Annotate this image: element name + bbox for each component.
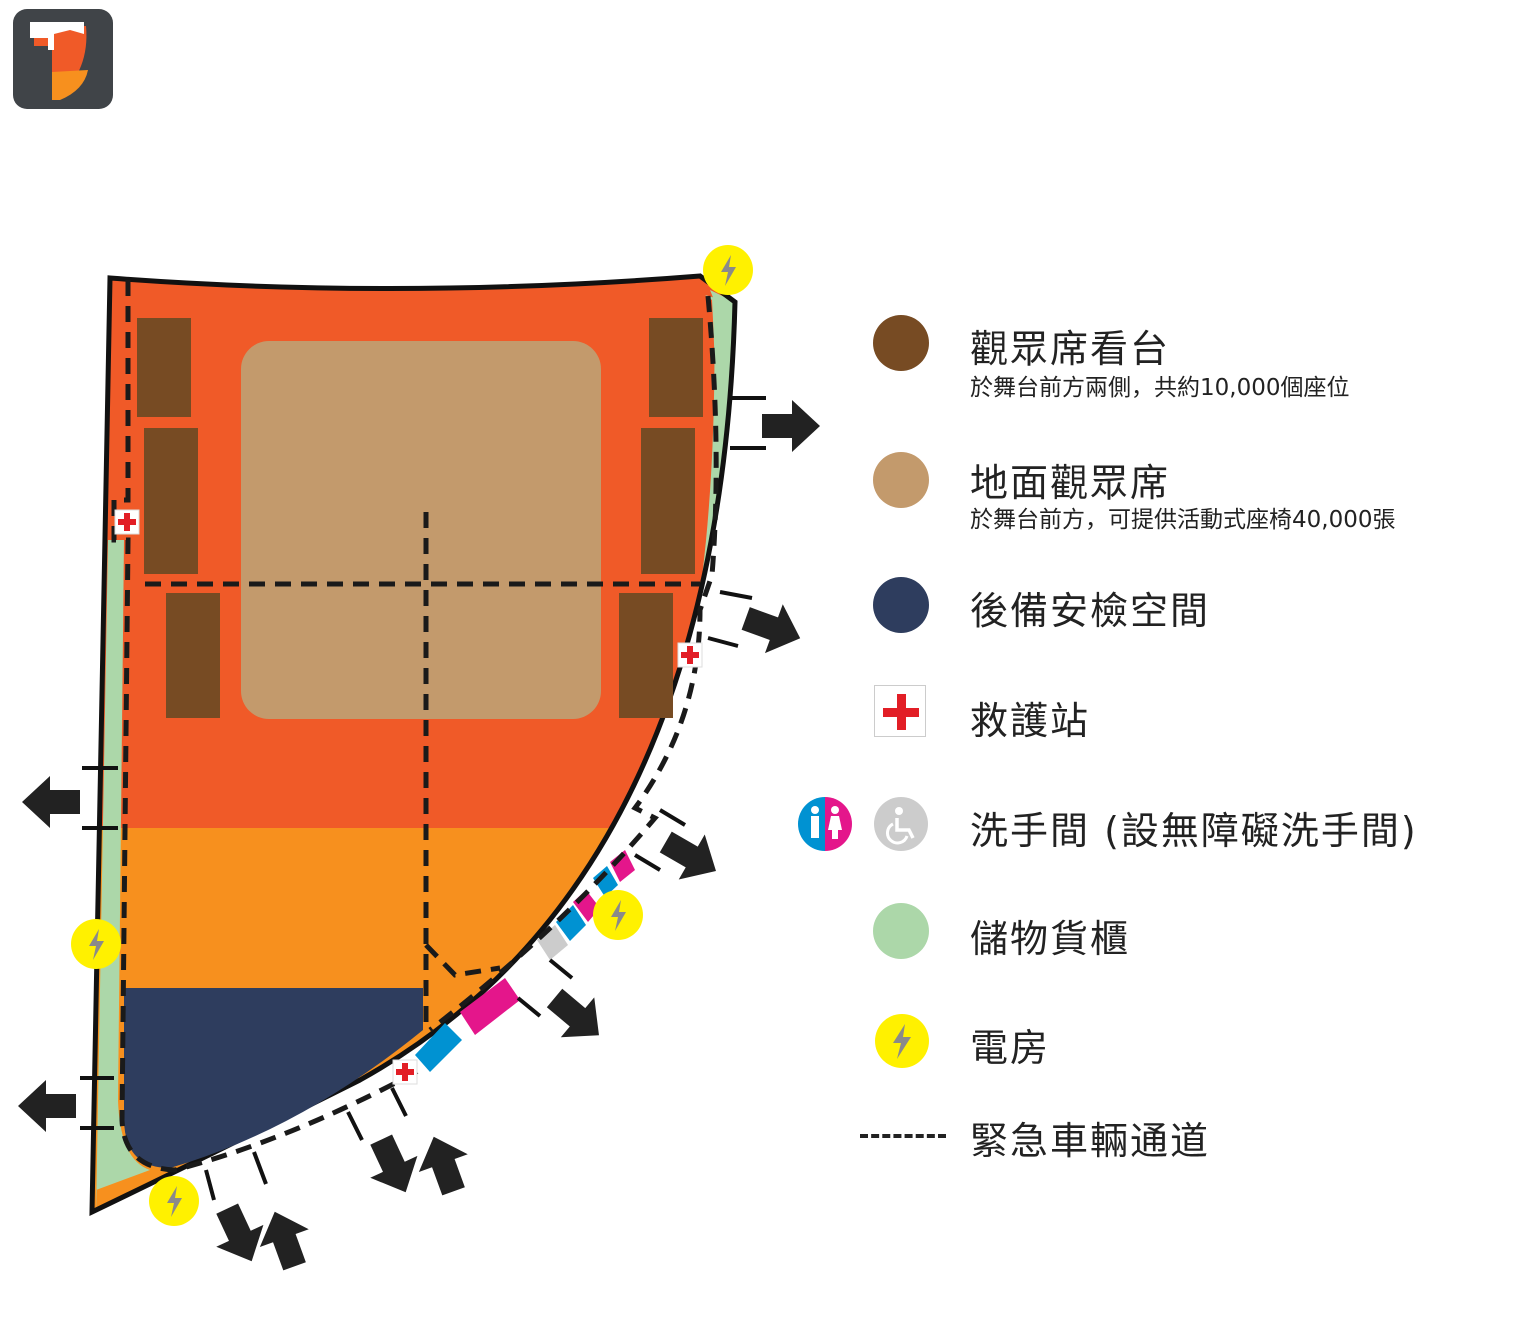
exit-arrow-7 [22,776,80,828]
floor-audience-area [241,341,601,719]
lightning-icon [875,1014,929,1068]
exit-arrow-3 [652,819,729,894]
legend-restroom-title: 洗手間 (設無障礙洗手間) [970,809,1418,853]
seating-stands [137,318,703,718]
backstage-swatch [873,577,929,633]
emergency-route [111,280,719,1173]
stand-right-1 [649,318,703,417]
storage-strip-left [96,540,150,1212]
exit-arrow-1 [762,400,820,452]
exit-arrow-6 [203,1197,276,1273]
dashed-line-icon [860,1134,946,1138]
lightning-icon [149,1176,199,1226]
legend-floor-title: 地面觀眾席 [970,461,1171,505]
exit-arrow-2 [736,593,810,663]
legend-backstage-title: 後備安檢空間 [970,589,1211,633]
exit-arrow-4 [537,978,616,1056]
legend-emergency-title: 緊急車輛通道 [970,1119,1211,1163]
stand-right-3 [619,593,673,718]
stand-right-2 [641,428,695,574]
backstage-security-area [124,988,423,1168]
stand-left-3 [166,593,220,718]
restroom-icon [798,797,852,851]
seating-stands-swatch [873,315,929,371]
legend-seating-sub: 於舞台前方兩側，共約10,000個座位 [970,375,1350,401]
storage-swatch [873,903,929,959]
stand-left-1 [137,318,191,417]
exit-arrow-5 [357,1128,430,1204]
legend-floor-sub: 於舞台前方，可提供活動式座椅40,000張 [970,507,1396,533]
stand-left-2 [144,428,198,574]
exit-arrow-8 [18,1080,76,1132]
red-cross-icon [392,1059,418,1085]
red-cross-icon [874,685,926,737]
floor-audience-swatch [873,452,929,508]
lightning-icon [593,890,643,940]
legend-storage-title: 儲物貨櫃 [970,917,1131,961]
entry-arrow-2 [250,1202,320,1276]
lightning-icon [703,245,753,295]
legend-first-aid-title: 救護站 [970,699,1091,743]
legend-power-title: 電房 [970,1026,1051,1070]
legend-seating-title: 觀眾席看台 [970,327,1171,371]
wheelchair-icon [874,797,928,851]
lightning-icon [71,919,121,969]
red-cross-icon [677,642,703,668]
logo-icon [13,9,113,109]
entry-arrow-1 [409,1127,479,1201]
gate-markers [80,396,766,1201]
red-cross-icon [114,509,140,535]
